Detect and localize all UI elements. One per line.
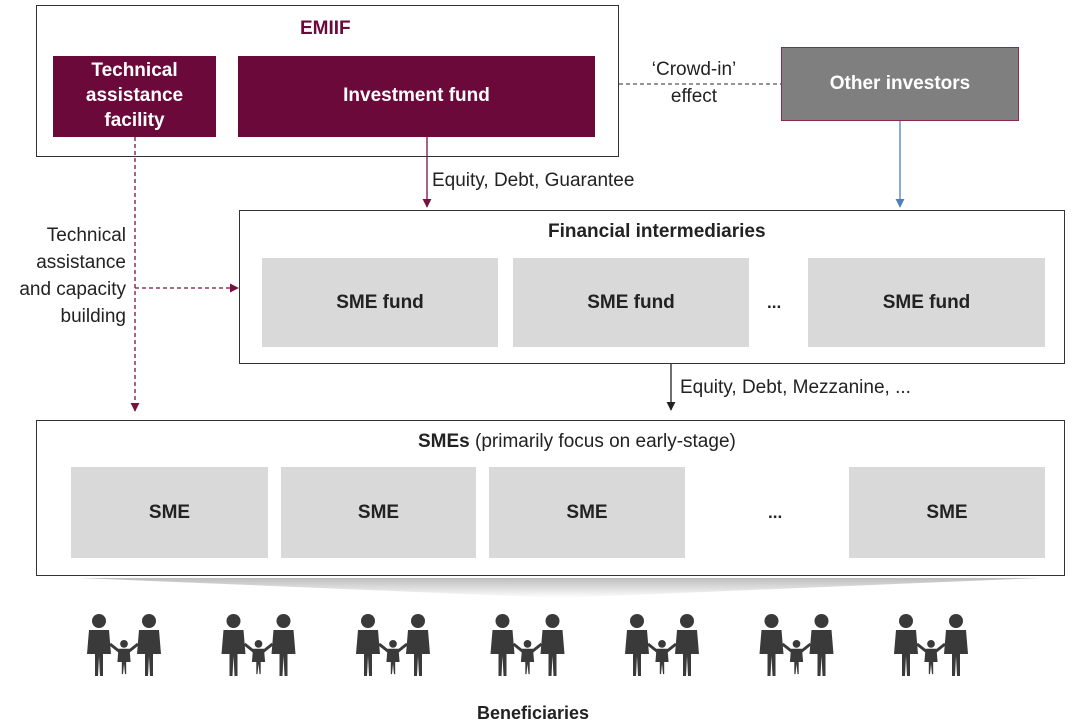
smes-funnel-shadow: [80, 578, 1040, 598]
financial-intermediaries-title: Financial intermediaries: [548, 221, 766, 242]
emiif-title: EMIIF: [300, 18, 351, 39]
sme-box: SME: [489, 467, 685, 558]
equity-debt-guarantee-label: Equity, Debt, Guarantee: [432, 170, 635, 191]
smes-title-rest: (primarily focus on early-stage): [469, 431, 736, 452]
investment-fund-box: Investment fund: [238, 56, 595, 137]
fund-ellipsis: ...: [767, 293, 782, 312]
sme-box: SME: [71, 467, 268, 558]
family-icon: [894, 614, 968, 676]
sme-ellipsis: ...: [768, 503, 783, 522]
family-icon: [87, 614, 161, 676]
family-icon: [759, 614, 834, 676]
sme-fund-box: SME fund: [513, 258, 749, 347]
technical-assistance-line2: assistance: [36, 252, 126, 273]
technical-assistance-facility-box: Technical assistance facility: [53, 56, 216, 137]
sme-fund-box: SME fund: [808, 258, 1045, 347]
beneficiaries-label: Beneficiaries: [477, 703, 590, 723]
technical-assistance-line1: Technical: [46, 225, 126, 246]
crowd-in-label-line1: ‘Crowd-in’: [651, 59, 737, 80]
sme-box: SME: [281, 467, 476, 558]
family-icon: [490, 614, 565, 676]
technical-assistance-label: Technical assistance and capacity buildi…: [0, 222, 126, 330]
sme-box: SME: [849, 467, 1045, 558]
beneficiaries-row: [87, 614, 968, 676]
sme-fund-box: SME fund: [262, 258, 498, 347]
family-icon: [625, 614, 699, 676]
family-icon: [221, 614, 296, 676]
smes-title: SMEs (primarily focus on early-stage): [418, 431, 736, 453]
technical-assistance-line4: building: [60, 306, 127, 327]
equity-debt-mezzanine-label: Equity, Debt, Mezzanine, ...: [680, 377, 911, 398]
family-icon: [356, 614, 430, 676]
other-investors-box: Other investors: [781, 47, 1019, 121]
crowd-in-label-line2: effect: [670, 86, 718, 107]
smes-title-bold: SMEs: [418, 431, 470, 452]
technical-assistance-line3: and capacity: [19, 279, 126, 300]
